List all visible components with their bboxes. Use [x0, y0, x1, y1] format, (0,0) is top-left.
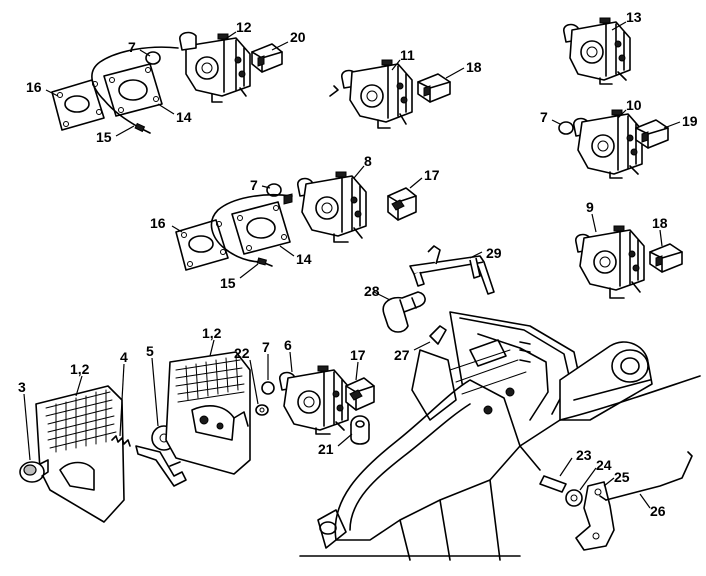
carburetor-10	[573, 109, 643, 179]
callout-19: 19	[682, 113, 698, 129]
carburetor-13	[563, 17, 631, 85]
air-filter-housing	[165, 351, 251, 475]
sleeve-22	[255, 404, 269, 416]
throttle-wire-15-mid	[210, 193, 293, 267]
plug-21	[350, 415, 370, 445]
callout-16: 16	[150, 215, 166, 231]
elbow-connector-18-top	[417, 73, 451, 103]
callout-6: 6	[284, 337, 292, 353]
spring-4	[111, 435, 131, 447]
carburetor-12	[179, 31, 251, 103]
callout-7: 7	[262, 339, 270, 355]
callout-24: 24	[596, 457, 612, 473]
callout-20: 20	[290, 29, 306, 45]
air-filter-cover-left	[35, 385, 125, 523]
spring-23	[539, 475, 567, 493]
throttle-wire-15-top	[91, 46, 179, 134]
carburetor-6	[279, 365, 349, 435]
callout-15: 15	[220, 275, 236, 291]
callout-4: 4	[120, 349, 128, 365]
o-ring-7-mid	[266, 183, 293, 205]
elbow-connector-20	[251, 43, 283, 73]
o-ring-7-right	[558, 121, 574, 135]
callout-13: 13	[626, 9, 642, 25]
gasket-16-mid	[175, 219, 229, 271]
callout-7: 7	[128, 39, 136, 55]
callout-17: 17	[350, 347, 366, 363]
callout-labels: 12 20 7 16 14 15 11 18 13 7 10 19 7 8 17…	[18, 9, 698, 519]
callout-8: 8	[364, 153, 372, 169]
callout-11: 11	[400, 47, 415, 63]
elbow-connector-17-low	[345, 377, 375, 411]
callout-28: 28	[364, 283, 380, 299]
gasket-16-top	[51, 79, 105, 131]
carburetor-9	[575, 225, 645, 299]
callout-22: 22	[234, 345, 250, 361]
baffle-28	[382, 291, 426, 333]
callout-29: 29	[486, 245, 502, 261]
throttle-rod-26	[599, 451, 693, 501]
callout-15: 15	[96, 129, 112, 145]
crankcase-frame	[299, 311, 701, 561]
callout-16: 16	[26, 79, 42, 95]
callout-25: 25	[614, 469, 630, 485]
leader-lines	[23, 21, 681, 509]
elbow-connector-18-right	[649, 243, 683, 273]
elbow-connector-19	[635, 119, 669, 149]
spring-27	[429, 325, 447, 345]
o-ring-7-top	[145, 51, 161, 65]
shroud-29	[409, 245, 495, 295]
callout-7: 7	[250, 177, 258, 193]
callout-18: 18	[466, 59, 482, 75]
callout-9: 9	[586, 199, 594, 215]
callout-10: 10	[626, 97, 642, 113]
callout-23: 23	[576, 447, 592, 463]
lever-25	[575, 481, 615, 551]
insulating-plate-14-top	[103, 63, 163, 117]
callout-14: 14	[176, 109, 192, 125]
carburetor-8	[297, 171, 367, 243]
grommet-24	[565, 489, 583, 507]
callout-1-2: 1,2	[70, 361, 90, 377]
carburetor-11	[329, 59, 413, 129]
callout-1-2: 1,2	[202, 325, 222, 341]
elbow-connector-17-mid	[387, 187, 417, 221]
callout-3: 3	[18, 379, 26, 395]
callout-17: 17	[424, 167, 440, 183]
callout-26: 26	[650, 503, 666, 519]
callout-14: 14	[296, 251, 312, 267]
callout-5: 5	[146, 343, 154, 359]
knob-3	[19, 459, 49, 483]
callout-27: 27	[394, 347, 410, 363]
callout-7: 7	[540, 109, 548, 125]
callout-18: 18	[652, 215, 668, 231]
callout-12: 12	[236, 19, 252, 35]
insulating-plate-14-mid	[231, 201, 291, 255]
callout-21: 21	[318, 441, 334, 457]
o-ring-7-low	[261, 381, 275, 395]
